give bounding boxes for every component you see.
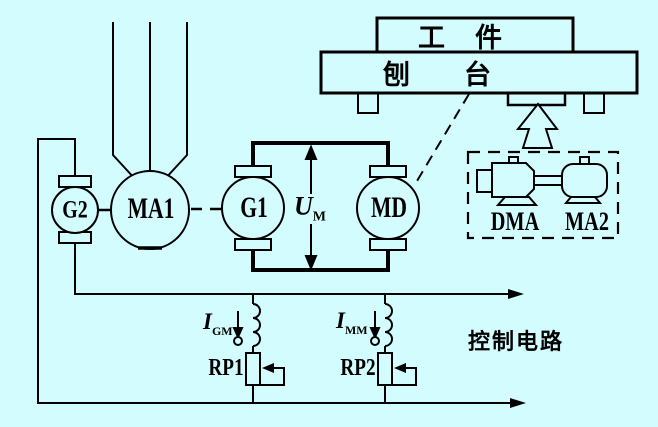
- motor-md-symbol: [356, 165, 420, 251]
- armature-loop: [251, 141, 390, 272]
- generator-g1-symbol: [221, 165, 285, 251]
- planer-table-outline: [319, 50, 639, 95]
- generator-g2-symbol: [51, 175, 99, 244]
- table-rack-block: [506, 91, 567, 107]
- rp2-label: RP2: [340, 355, 376, 381]
- g2-label: G2: [62, 196, 88, 224]
- control-circuit-label: 控制电路: [468, 329, 565, 354]
- rp1-label: RP1: [208, 355, 244, 381]
- um-symbol: U: [294, 191, 313, 221]
- igm-current-label: IGM: [203, 310, 233, 337]
- drive-arrow-icon: [515, 102, 560, 149]
- um-voltage-arrows: [304, 144, 318, 271]
- ma2-motor-pictogram: [561, 156, 608, 204]
- three-phase-supply-lines: [112, 22, 188, 181]
- top-line-arrowhead-icon: [508, 289, 524, 299]
- g1-field-branch: [245, 294, 285, 403]
- planer-table-label: 刨台: [383, 60, 545, 90]
- um-voltage-label: UM: [294, 191, 326, 225]
- control-circuit-bottom-line: [37, 138, 514, 404]
- md-label: MD: [371, 191, 407, 224]
- motor-ma1-symbol: [110, 170, 190, 250]
- g1-label: G1: [240, 191, 268, 224]
- imm-subscript: MM: [344, 323, 368, 337]
- md-table-dashed-link: [413, 93, 470, 187]
- ma1-label: MA1: [127, 192, 175, 225]
- igm-subscript: GM: [211, 324, 233, 338]
- imm-current-label: IMM: [336, 309, 368, 336]
- dma-label: DMA: [490, 207, 540, 236]
- rp2-wiper-arrow-icon: [394, 363, 406, 373]
- igm-current-arrow-icon: [232, 311, 244, 346]
- imm-current-arrow-icon: [369, 311, 381, 346]
- bottom-line-arrowhead-icon: [510, 398, 526, 408]
- shaft-coupling-dashes: [99, 207, 221, 212]
- ma2-label: MA2: [565, 207, 609, 236]
- rp1-wiper-arrow-icon: [262, 363, 274, 373]
- dma-motor-pictogram: [476, 156, 564, 206]
- planer-table-feet: [357, 92, 605, 114]
- um-subscript: M: [312, 209, 326, 225]
- igm-symbol: I: [203, 309, 212, 334]
- control-circuit-top-line: [74, 243, 512, 295]
- drive-unit-dashed-box: [466, 150, 620, 240]
- md-field-branch: [377, 294, 417, 403]
- workpiece-label: 工件: [418, 22, 532, 53]
- imm-symbol: I: [336, 308, 345, 333]
